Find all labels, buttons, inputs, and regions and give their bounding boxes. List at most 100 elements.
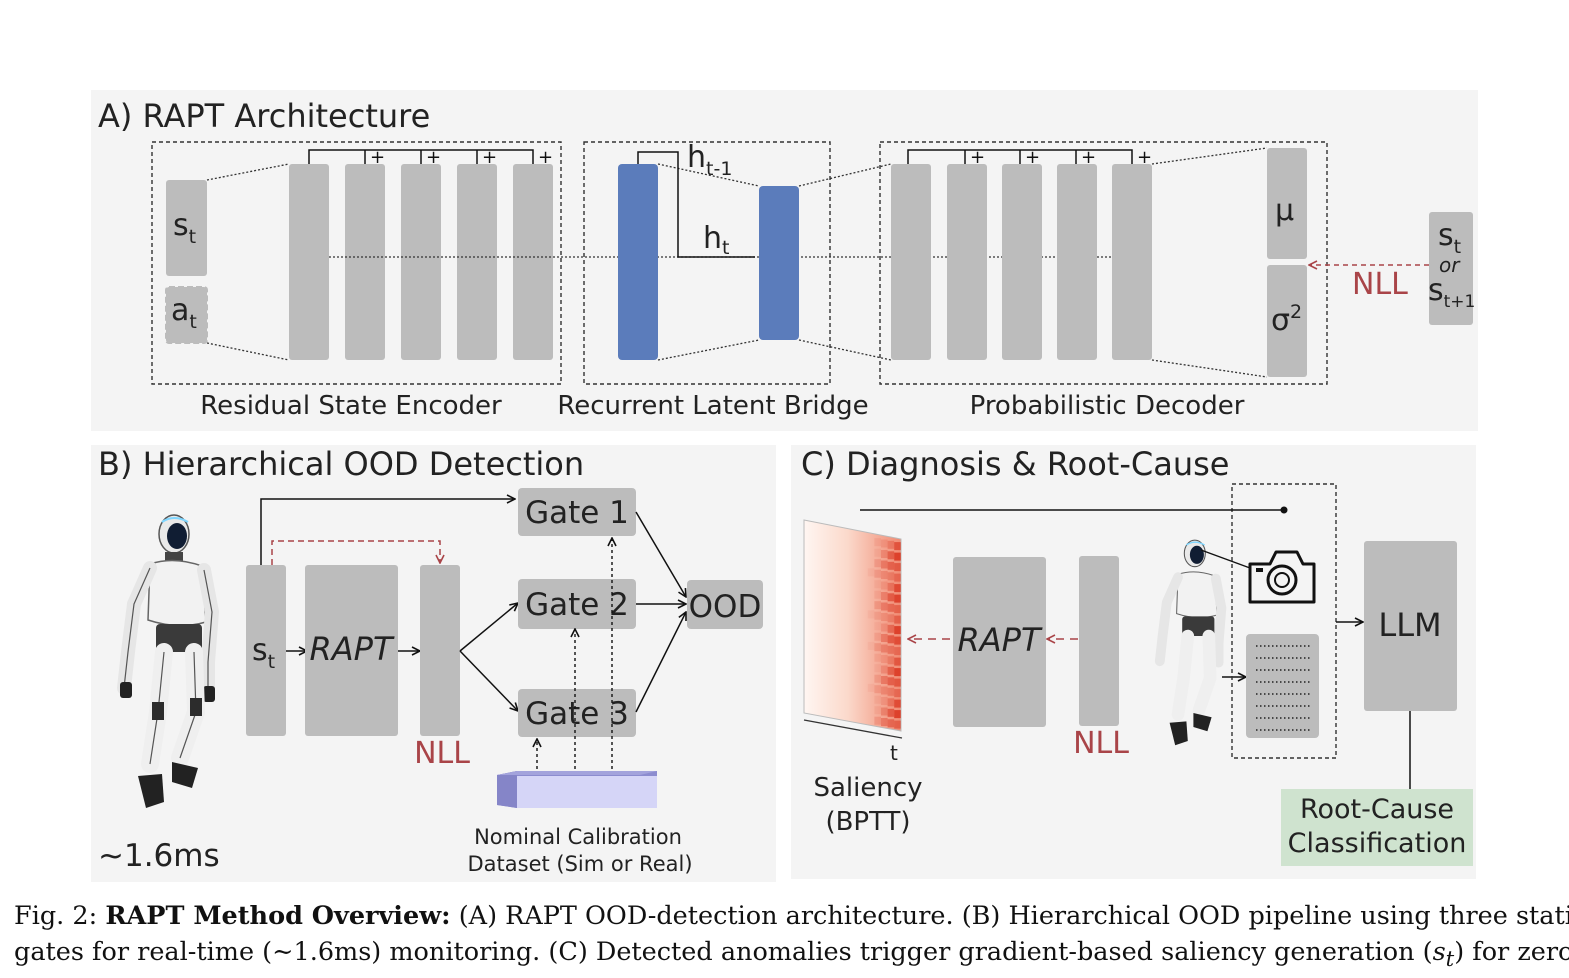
saliency-cell — [874, 716, 881, 725]
decoder-funnel-out-top — [1151, 147, 1268, 165]
nll-score-block — [420, 565, 460, 736]
saliency-cell — [881, 644, 888, 653]
plus-sign: + — [426, 147, 441, 168]
output-sigma-label: σ2 — [1271, 301, 1302, 338]
saliency-cell — [894, 626, 901, 635]
saliency-cell — [874, 685, 881, 694]
saliency-cell — [881, 613, 888, 621]
encoder-funnel-bottom — [206, 342, 290, 361]
caption-text-2: gates for real-time (∼1.6ms) monitoring.… — [14, 937, 1433, 967]
saliency-cell — [887, 698, 895, 707]
calibration-dataset-block — [497, 771, 657, 808]
saliency-cell — [874, 590, 881, 599]
nll-label-c: NLL — [1073, 726, 1129, 761]
saliency-cell — [887, 540, 895, 549]
encoder-plus-signs: + + + + — [370, 147, 553, 168]
input-state-block — [166, 180, 207, 276]
saliency-label-line2: (BPTT) — [825, 807, 910, 837]
caption-variable: s — [1432, 937, 1446, 967]
gate-3-label: Gate 3 — [525, 696, 629, 732]
target-state-top: st — [1438, 218, 1461, 258]
saliency-cell — [887, 635, 895, 644]
target-state-bottom: st+1 — [1428, 273, 1475, 312]
saliency-cell — [887, 666, 895, 675]
saliency-cell — [874, 674, 881, 683]
llm-inputs-box — [1231, 483, 1337, 759]
saliency-cell — [894, 647, 901, 656]
gate-2-label: Gate 2 — [525, 587, 629, 623]
saliency-cell — [894, 720, 901, 729]
saliency-cell — [887, 561, 895, 570]
saliency-cell — [887, 656, 895, 665]
nll-label-b: NLL — [414, 736, 470, 771]
gate-3-block — [518, 689, 636, 737]
panel-b-title: B) Hierarchical OOD Detection — [98, 445, 584, 483]
hidden-prev-label: ht-1 — [687, 140, 732, 180]
plus-sign: + — [370, 147, 385, 168]
saliency-cell — [881, 665, 888, 674]
gate-1-block — [518, 488, 636, 536]
plus-sign: + — [1025, 147, 1040, 168]
bridge-funnel-bottom — [657, 339, 760, 361]
bridge-label: Recurrent Latent Bridge — [557, 391, 868, 421]
saliency-cell — [894, 605, 901, 614]
saliency-cell — [894, 573, 901, 582]
saliency-cell — [894, 594, 901, 603]
saliency-cell — [881, 707, 888, 716]
bridge-funnel-top — [657, 163, 760, 187]
decoder-layer — [1002, 164, 1042, 360]
saliency-cell — [874, 559, 881, 568]
decoder-layers — [891, 164, 1152, 360]
root-cause-line1: Root-Cause — [1300, 794, 1454, 825]
saliency-cell — [881, 581, 888, 590]
saliency-cell — [894, 678, 901, 687]
saliency-cell — [881, 571, 888, 579]
nll-to-gate2-arrow — [459, 603, 518, 652]
caption-text-1: (A) RAPT OOD-detection architecture. (B)… — [450, 901, 1569, 931]
panel-a-title: A) RAPT Architecture — [98, 97, 430, 135]
llm-block — [1364, 541, 1457, 711]
line-end-dot — [1280, 506, 1288, 514]
saliency-cell — [881, 539, 888, 548]
saliency-cell — [894, 689, 901, 698]
saliency-cell — [894, 542, 901, 551]
saliency-cell — [887, 551, 895, 560]
saliency-cell — [867, 683, 875, 692]
target-state-block — [1429, 212, 1473, 325]
saliency-cell — [881, 686, 888, 695]
state-log-rows — [1256, 645, 1310, 731]
decoder-layer — [1112, 164, 1152, 360]
saliency-cell — [894, 657, 901, 666]
latency-label: ~1.6ms — [98, 838, 220, 874]
saliency-cell — [881, 634, 888, 642]
state-to-nll-dashed-arrow — [271, 540, 440, 565]
state-input-label: st — [252, 633, 275, 673]
encoder-residual-connections — [308, 149, 534, 164]
saliency-cell — [874, 548, 881, 557]
saliency-cell — [881, 560, 888, 569]
dataset-label-line2: Dataset (Sim or Real) — [467, 852, 692, 876]
state-input-block — [246, 565, 286, 736]
robot-to-camera-line — [1200, 549, 1251, 569]
saliency-cell — [894, 699, 901, 708]
caption-fig-number: Fig. 2: — [14, 901, 106, 931]
saliency-cell — [867, 568, 875, 577]
saliency-cell — [874, 569, 881, 578]
saliency-cell — [881, 623, 888, 632]
saliency-cell — [887, 708, 895, 717]
saliency-cell — [887, 582, 895, 591]
saliency-cell — [894, 710, 901, 719]
saliency-cell — [887, 614, 895, 623]
figure-caption: Fig. 2: RAPT Method Overview: (A) RAPT O… — [14, 898, 1569, 978]
ood-output-block — [687, 580, 763, 629]
ood-output-label: OOD — [689, 589, 762, 625]
plus-sign: + — [1081, 147, 1096, 168]
saliency-cell — [874, 643, 881, 652]
encoder-layer — [345, 164, 385, 360]
panel-a-architecture: A) RAPT Architecture st at + — [91, 90, 1478, 431]
output-mu-block — [1267, 148, 1307, 259]
saliency-cell — [887, 603, 895, 612]
caption-line-1: Fig. 2: RAPT Method Overview: (A) RAPT O… — [14, 898, 1569, 934]
rapt-model-block — [305, 565, 398, 736]
encoder-layers — [289, 164, 553, 360]
